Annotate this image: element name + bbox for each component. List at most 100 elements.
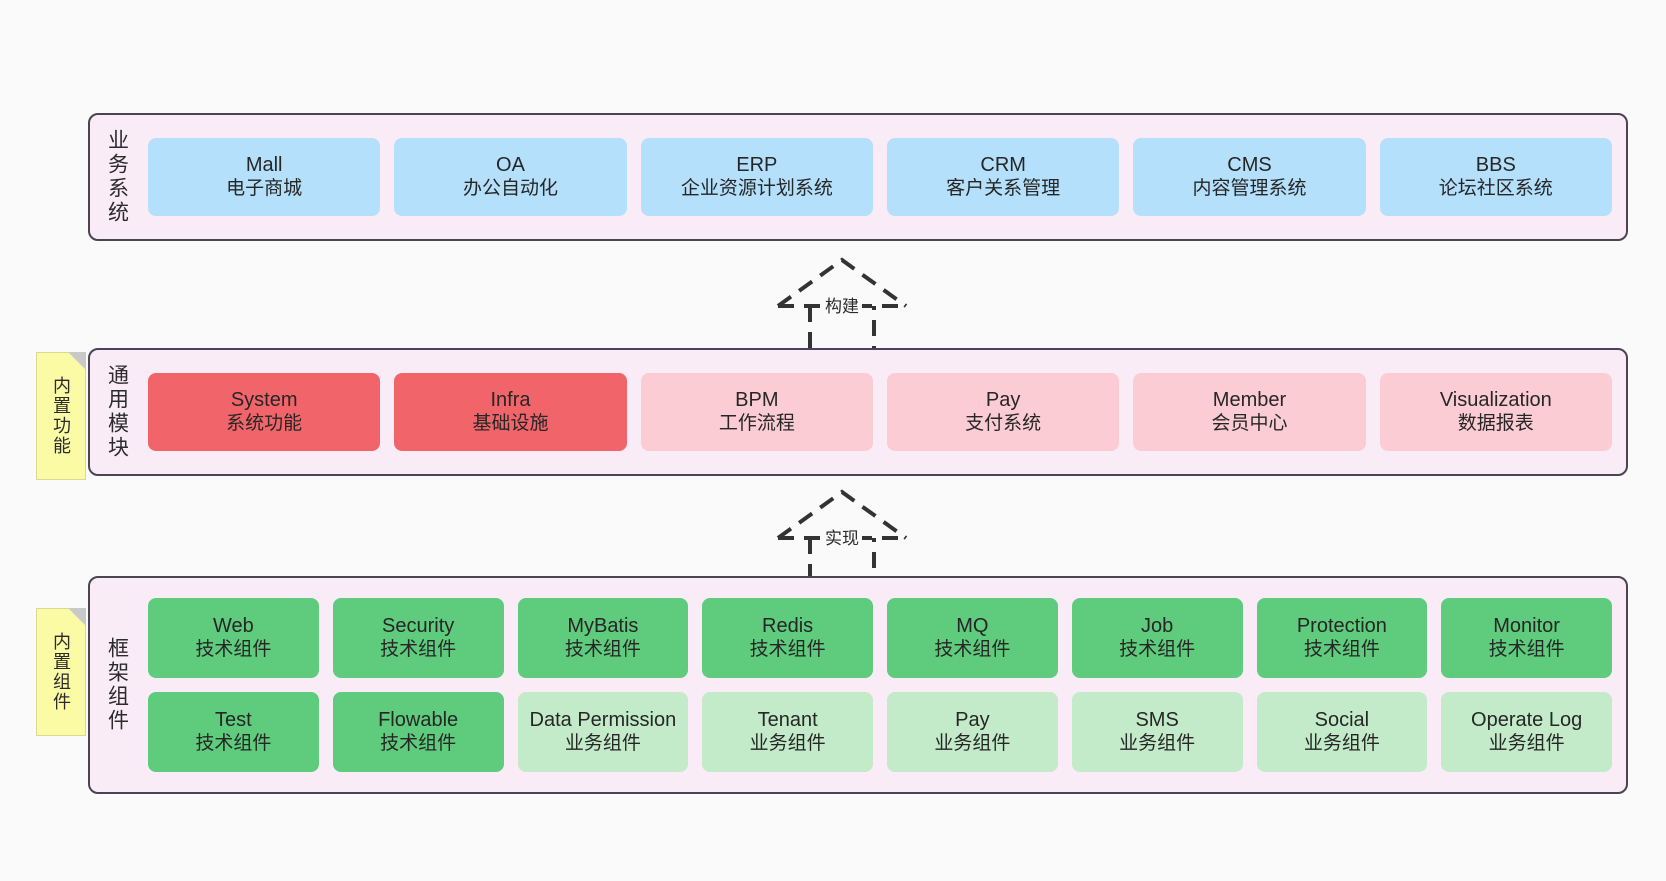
card-pay-module[interactable]: Pay 支付系统 <box>886 373 1120 451</box>
card-redis[interactable]: Redis 技术组件 <box>702 598 873 678</box>
card-job-en: Job <box>1141 615 1174 637</box>
card-bpm-cn: 工作流程 <box>718 412 795 434</box>
card-bbs-cn: 论坛社区系统 <box>1438 177 1553 199</box>
card-visualization-cn: 数据报表 <box>1457 412 1534 434</box>
card-security-en: Security <box>382 615 455 637</box>
card-protection[interactable]: Protection 技术组件 <box>1256 598 1428 678</box>
card-security[interactable]: Security 技术组件 <box>332 598 504 678</box>
card-mall-en: Mall <box>245 154 283 176</box>
card-test-en: Test <box>215 709 252 731</box>
card-member[interactable]: Member 会员中心 <box>1133 373 1366 451</box>
card-erp[interactable]: ERP 企业资源计划系统 <box>640 138 873 216</box>
card-sms[interactable]: SMS 业务组件 <box>1071 692 1243 772</box>
card-web-cn: 技术组件 <box>195 638 272 660</box>
card-protection-en: Protection <box>1296 615 1387 637</box>
card-crm[interactable]: CRM 客户关系管理 <box>886 138 1120 216</box>
card-visualization-en: Visualization <box>1439 389 1552 411</box>
card-tenant[interactable]: Tenant 业务组件 <box>702 692 873 772</box>
card-infra-en: Infra <box>490 389 531 411</box>
card-oa-en: OA <box>496 154 525 176</box>
card-test-cn: 技术组件 <box>195 732 272 754</box>
card-operate-log-en: Operate Log <box>1471 709 1583 731</box>
card-infra[interactable]: Infra 基础设施 <box>394 373 627 451</box>
card-oa-cn: 办公自动化 <box>462 177 558 199</box>
card-crm-en: CRM <box>980 154 1026 176</box>
card-test[interactable]: Test 技术组件 <box>148 692 319 772</box>
card-sms-en: SMS <box>1135 709 1179 731</box>
card-mq-en: MQ <box>956 615 989 637</box>
card-redis-cn: 技术组件 <box>749 638 826 660</box>
layer-framework-components: 框架组件 Web 技术组件 Security 技术组件 MyBatis 技术组件… <box>88 576 1628 794</box>
card-web-en: Web <box>212 615 254 637</box>
note-fold-corner-icon <box>68 352 86 370</box>
connector-implement-label: 实现 <box>822 524 862 549</box>
card-monitor-cn: 技术组件 <box>1488 638 1565 660</box>
layer-common-modules: 通用模块 System 系统功能 Infra 基础设施 BPM 工作流程 Pay… <box>88 348 1628 476</box>
card-flowable-cn: 技术组件 <box>380 732 457 754</box>
card-bbs[interactable]: BBS 论坛社区系统 <box>1379 138 1612 216</box>
card-system[interactable]: System 系统功能 <box>148 373 381 451</box>
card-flowable-en: Flowable <box>378 709 459 731</box>
card-mq[interactable]: MQ 技术组件 <box>887 598 1058 678</box>
card-redis-en: Redis <box>762 615 814 637</box>
card-operate-log-cn: 业务组件 <box>1488 732 1565 754</box>
card-data-permission-cn: 业务组件 <box>564 732 641 754</box>
framework-row-technical: Web 技术组件 Security 技术组件 MyBatis 技术组件 Redi… <box>148 598 1612 678</box>
card-cms-cn: 内容管理系统 <box>1192 177 1307 199</box>
card-social-en: Social <box>1314 709 1370 731</box>
card-bpm-en: BPM <box>735 389 779 411</box>
card-mybatis[interactable]: MyBatis 技术组件 <box>517 598 689 678</box>
note-builtin-features-label: 内置功能 <box>51 376 71 456</box>
note-builtin-components: 内置组件 <box>36 608 86 736</box>
card-pay-component-en: Pay <box>955 709 990 731</box>
connector-build: 构建 <box>752 250 932 358</box>
card-tenant-cn: 业务组件 <box>749 732 826 754</box>
card-group-framework: Web 技术组件 Security 技术组件 MyBatis 技术组件 Redi… <box>144 578 1626 792</box>
card-social[interactable]: Social 业务组件 <box>1256 692 1428 772</box>
card-security-cn: 技术组件 <box>380 638 457 660</box>
card-flowable[interactable]: Flowable 技术组件 <box>332 692 504 772</box>
card-protection-cn: 技术组件 <box>1303 638 1380 660</box>
card-mybatis-en: MyBatis <box>567 615 639 637</box>
card-infra-cn: 基础设施 <box>472 412 549 434</box>
card-group-common: System 系统功能 Infra 基础设施 BPM 工作流程 Pay 支付系统… <box>144 350 1626 474</box>
card-bpm[interactable]: BPM 工作流程 <box>640 373 873 451</box>
card-mall[interactable]: Mall 电子商城 <box>148 138 381 216</box>
card-group-business: Mall 电子商城 OA 办公自动化 ERP 企业资源计划系统 CRM 客户关系… <box>144 115 1626 239</box>
card-monitor[interactable]: Monitor 技术组件 <box>1441 598 1612 678</box>
card-web[interactable]: Web 技术组件 <box>148 598 319 678</box>
connector-implement: 实现 <box>752 482 932 590</box>
card-cms[interactable]: CMS 内容管理系统 <box>1133 138 1366 216</box>
connector-build-label: 构建 <box>822 292 862 317</box>
card-visualization[interactable]: Visualization 数据报表 <box>1379 373 1612 451</box>
card-erp-cn: 企业资源计划系统 <box>680 177 833 199</box>
framework-row-business: Test 技术组件 Flowable 技术组件 Data Permission … <box>148 692 1612 772</box>
card-member-cn: 会员中心 <box>1211 412 1288 434</box>
note-builtin-features: 内置功能 <box>36 352 86 480</box>
card-job-cn: 技术组件 <box>1119 638 1196 660</box>
card-erp-en: ERP <box>736 154 778 176</box>
card-bbs-en: BBS <box>1475 154 1516 176</box>
card-job[interactable]: Job 技术组件 <box>1071 598 1243 678</box>
card-social-cn: 业务组件 <box>1303 732 1380 754</box>
card-oa[interactable]: OA 办公自动化 <box>394 138 627 216</box>
card-crm-cn: 客户关系管理 <box>946 177 1061 199</box>
card-mybatis-cn: 技术组件 <box>564 638 641 660</box>
card-mall-cn: 电子商城 <box>226 177 303 199</box>
card-system-en: System <box>230 389 298 411</box>
card-data-permission-en: Data Permission <box>529 709 677 731</box>
card-pay-component-cn: 业务组件 <box>934 732 1011 754</box>
note-builtin-components-label: 内置组件 <box>51 632 71 712</box>
card-cms-en: CMS <box>1227 154 1272 176</box>
card-tenant-en: Tenant <box>757 709 818 731</box>
card-operate-log[interactable]: Operate Log 业务组件 <box>1441 692 1612 772</box>
card-monitor-en: Monitor <box>1493 615 1560 637</box>
card-sms-cn: 业务组件 <box>1119 732 1196 754</box>
card-pay-component[interactable]: Pay 业务组件 <box>887 692 1058 772</box>
card-data-permission[interactable]: Data Permission 业务组件 <box>517 692 689 772</box>
card-system-cn: 系统功能 <box>226 412 303 434</box>
card-pay-module-cn: 支付系统 <box>965 412 1042 434</box>
card-pay-module-en: Pay <box>985 389 1021 411</box>
layer-business-systems: 业务系统 Mall 电子商城 OA 办公自动化 ERP 企业资源计划系统 CRM… <box>88 113 1628 241</box>
